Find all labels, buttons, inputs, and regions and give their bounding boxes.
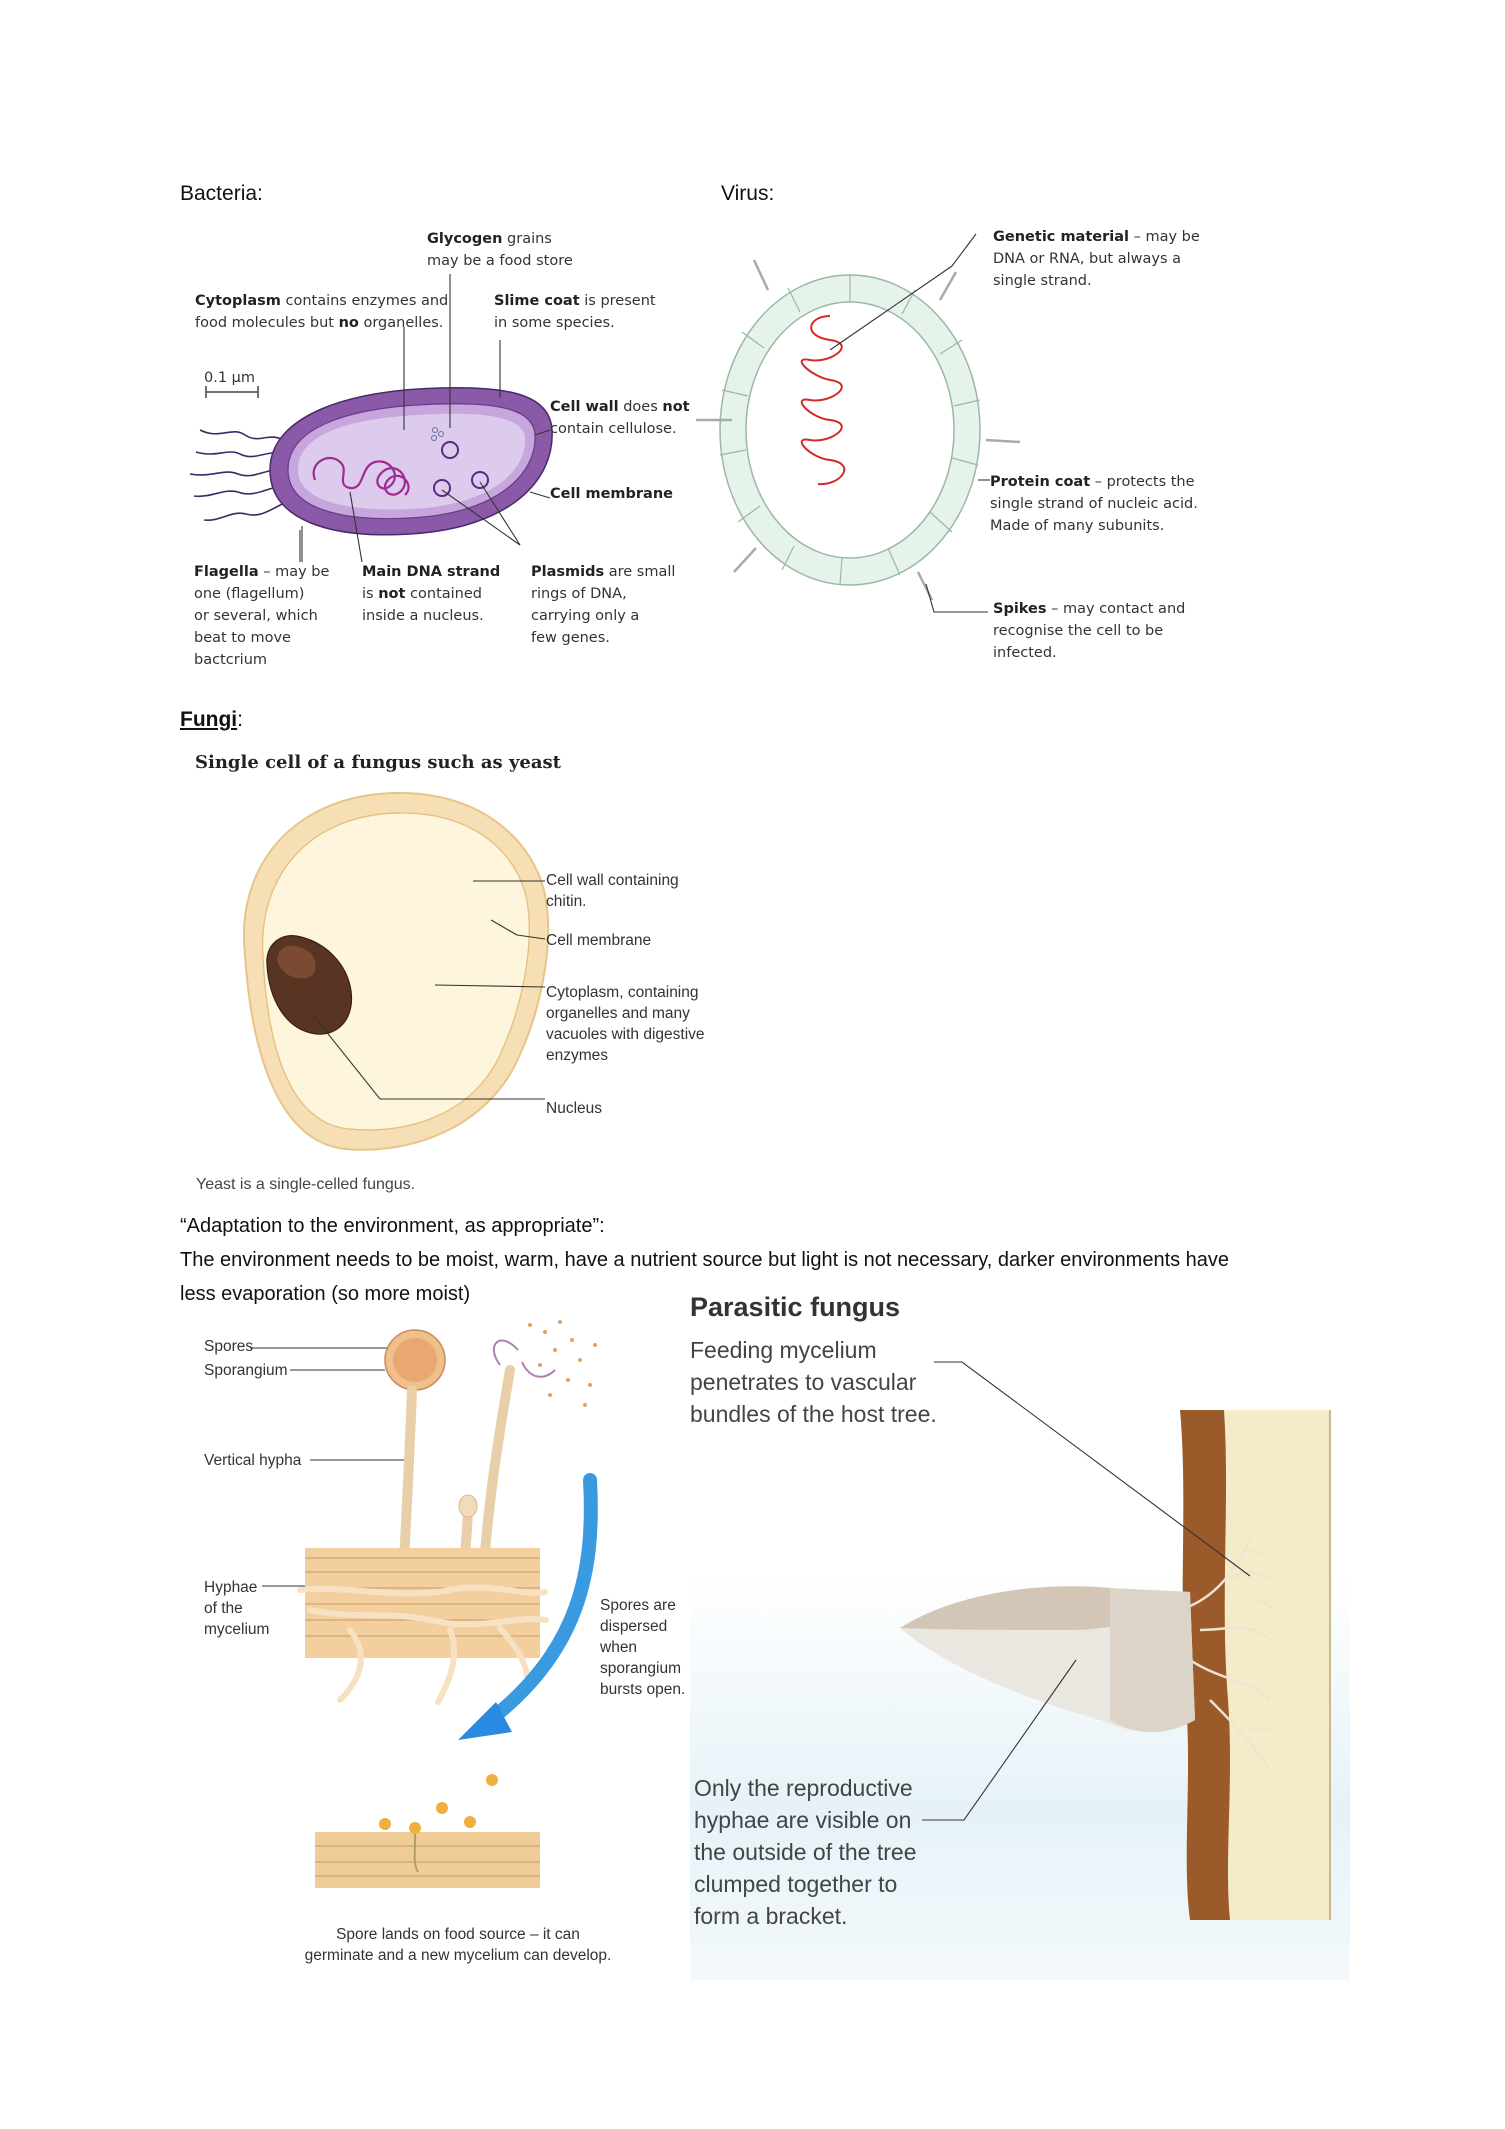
cell-wall-label: Cell wall does not contain cellulose. xyxy=(550,399,690,437)
spikes-label: Spikes – may contact and recognise the c… xyxy=(993,601,1186,661)
mould-diagram xyxy=(250,1320,598,1888)
plasmids-label: Plasmids are small rings of DNA, carryin… xyxy=(531,564,676,646)
hyphae-label: Hyphae of the mycelium xyxy=(204,1579,270,1638)
reproductive-hyphae-label: Only the reproductive hyphae are visible… xyxy=(694,1775,917,1929)
spore-lands-caption: Spore lands on food source – it can germ… xyxy=(304,1926,612,1964)
scale-label: 0.1 μm xyxy=(204,370,256,386)
yeast-diagram xyxy=(242,791,550,1151)
bacteria-diagram xyxy=(189,274,553,563)
spores-dispersed-label: Spores are dispersed when sporangium bur… xyxy=(600,1597,686,1698)
adaptation-text: “Adaptation to the environment, as appro… xyxy=(180,1215,1230,1305)
cytoplasm-label: Cytoplasm contains enzymes and food mole… xyxy=(195,293,449,331)
virus-heading: Virus: xyxy=(721,182,775,205)
vertical-hypha-label: Vertical hypha xyxy=(204,1452,302,1469)
dna-strand-label: Main DNA strand is not contained inside … xyxy=(362,564,501,624)
genetic-material-label: Genetic material – may be DNA or RNA, bu… xyxy=(993,229,1200,289)
virus-diagram xyxy=(696,233,1021,613)
slime-coat-label: Slime coat is present in some species. xyxy=(494,293,656,331)
yeast-cell-membrane-label: Cell membrane xyxy=(546,932,652,949)
glycogen-label: Glycogen grains may be a food store xyxy=(427,231,573,269)
protein-coat-label: Protein coat – protects the single stran… xyxy=(990,474,1198,534)
feeding-mycelium-label: Feeding mycelium penetrates to vascular … xyxy=(690,1337,937,1427)
sporangium-label: Sporangium xyxy=(204,1362,288,1379)
parasitic-fungus-diagram xyxy=(900,1361,1331,1920)
yeast-title: Single cell of a fungus such as yeast xyxy=(195,752,561,773)
yeast-cytoplasm-label: Cytoplasm, containing organelles and man… xyxy=(546,984,705,1064)
yeast-caption: Yeast is a single-celled fungus. xyxy=(196,1176,416,1193)
yeast-nucleus-label: Nucleus xyxy=(546,1100,602,1117)
yeast-cell-wall-label: Cell wall containing chitin. xyxy=(546,872,679,910)
flagella-label: Flagella – may be one (flagellum) or sev… xyxy=(194,564,330,668)
cell-membrane-label: Cell membrane xyxy=(550,486,673,502)
spores-label: Spores xyxy=(204,1338,254,1355)
parasitic-title: Parasitic fungus xyxy=(690,1292,901,1322)
fungi-heading: Fungi: xyxy=(180,708,243,731)
bacteria-heading: Bacteria: xyxy=(180,182,263,205)
